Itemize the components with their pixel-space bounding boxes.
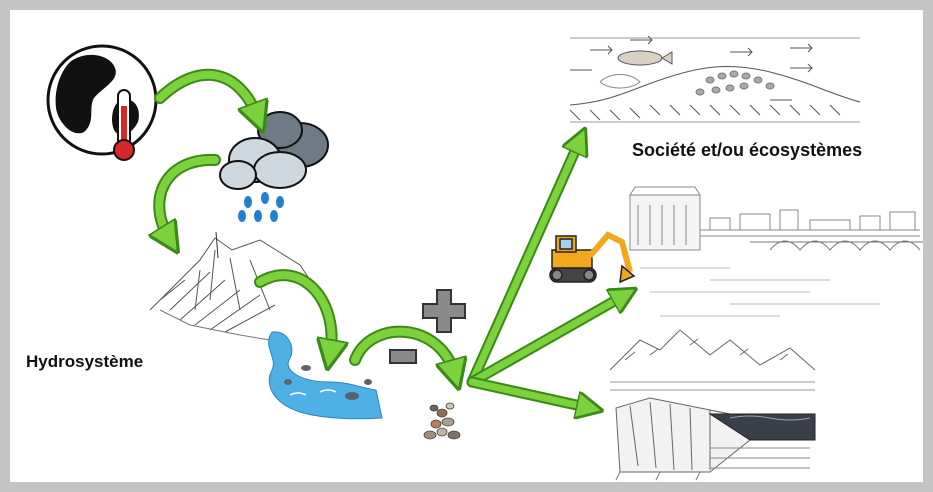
dam-sketch-icon [609, 329, 816, 481]
impact-arrows [466, 140, 625, 408]
diagram-svg [46, 35, 923, 481]
hydrosystem-label: Hydrosystème [26, 352, 144, 371]
cycle-arrows [159, 68, 455, 375]
earth-thermometer-icon [46, 44, 158, 161]
city-bridge-sketch-icon [629, 186, 923, 317]
minus-icon [389, 349, 417, 364]
excavator-icon [549, 231, 636, 284]
river-icon [268, 331, 383, 420]
plus-icon [422, 289, 466, 333]
diagram-canvas: Hydrosystème Société et/ou écosystèmes [10, 10, 923, 482]
fish-gravel-sketch-icon [569, 35, 861, 123]
rain-cloud-icon [219, 111, 329, 222]
sediment-pile-icon [423, 402, 461, 440]
society-ecosystems-label: Société et/ou écosystèmes [632, 140, 863, 160]
mountain-sketch-icon [149, 231, 331, 341]
